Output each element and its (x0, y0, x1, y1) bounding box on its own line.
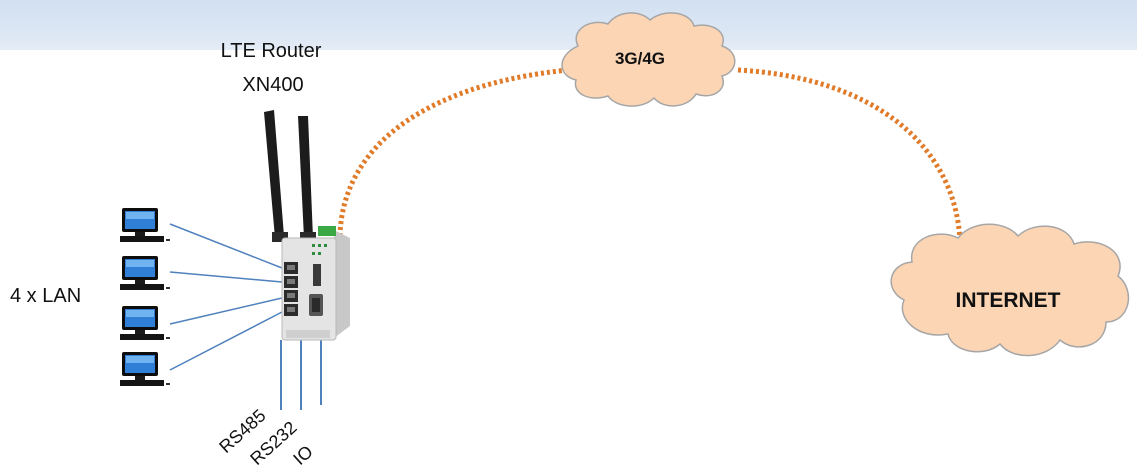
lan-cable-1 (169, 223, 283, 269)
lan-cables (169, 223, 283, 371)
header-band (0, 0, 1137, 50)
wireless-links (337, 67, 963, 241)
antenna-left-icon (264, 110, 284, 238)
mobile-network-cloud: 3G/4G (561, 12, 736, 107)
lan-label: 4 x LAN (10, 285, 81, 307)
router-label-line2: XN400 (242, 74, 303, 96)
router-xn400 (264, 110, 350, 341)
internet-label: INTERNET (956, 289, 1061, 312)
computer-list (120, 208, 170, 386)
computer-3-icon (120, 306, 170, 340)
internet-cloud: INTERNET (890, 223, 1130, 357)
antenna-right-icon (298, 116, 313, 238)
io-label: IO (289, 441, 317, 468)
lan-ports (284, 262, 298, 316)
router-to-mobile-cloud-link (337, 67, 569, 237)
computer-4-icon (120, 352, 170, 386)
mobile-cloud-to-internet-link (737, 67, 963, 241)
lan-cable-4 (169, 311, 283, 371)
computer-2-icon (120, 256, 170, 290)
lan-cable-3 (169, 297, 283, 325)
computer-1-icon (120, 208, 170, 242)
router-body (281, 237, 337, 341)
serial-cables (280, 340, 322, 410)
mobile-network-label: 3G/4G (615, 49, 665, 68)
lan-cable-2 (169, 271, 283, 283)
mobile-network-cloud-shape (561, 12, 736, 107)
internet-cloud-shape (890, 223, 1130, 357)
router-label-line1: LTE Router (221, 40, 322, 62)
